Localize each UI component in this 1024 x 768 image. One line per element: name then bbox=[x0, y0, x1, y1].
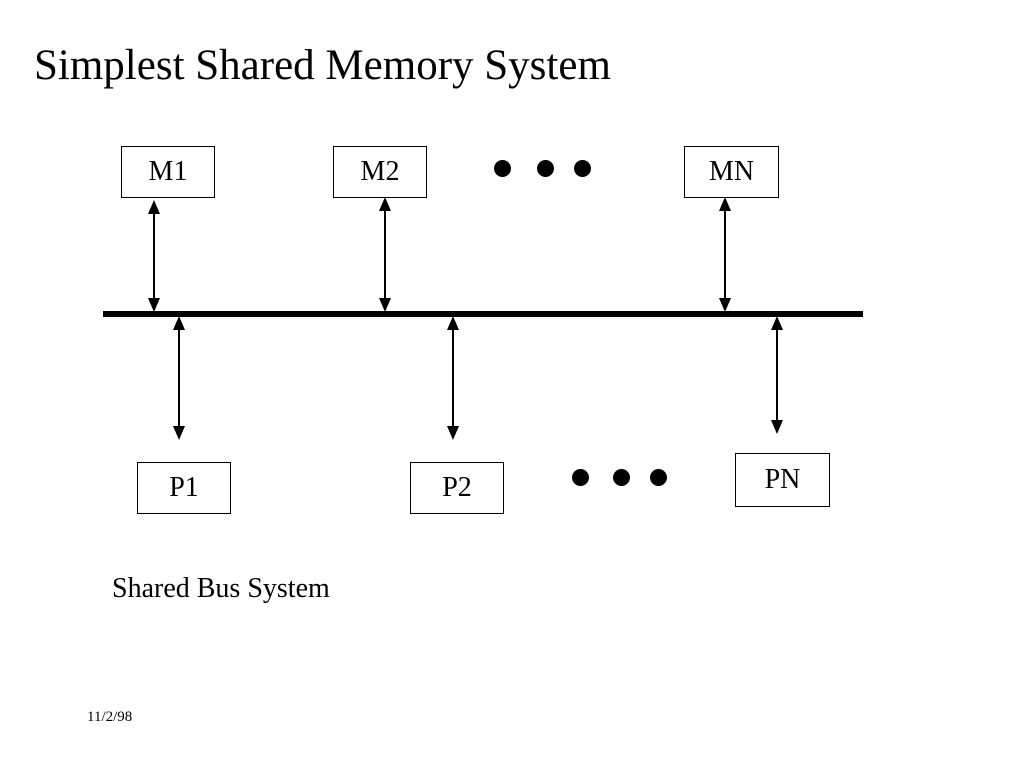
ellipsis-dot-icon bbox=[572, 469, 589, 486]
memory-box-m1-label: M1 bbox=[148, 156, 188, 187]
memory-box-mn-label: MN bbox=[708, 156, 755, 187]
processor-ellipsis-dots bbox=[572, 469, 672, 487]
connector-m1-to-bus bbox=[142, 200, 166, 312]
processor-box-pn[interactable]: PN bbox=[735, 453, 830, 507]
connector-bus-to-p1 bbox=[167, 316, 191, 440]
connector-m2-to-bus bbox=[373, 197, 397, 312]
shared-bus-line bbox=[103, 311, 863, 317]
page-title: Simplest Shared Memory System bbox=[34, 42, 611, 89]
ellipsis-dot-icon bbox=[650, 469, 667, 486]
processor-box-p2-label: P2 bbox=[442, 472, 472, 503]
processor-box-p2[interactable]: P2 bbox=[410, 462, 504, 514]
memory-box-m1[interactable]: M1 bbox=[121, 146, 215, 198]
processor-box-pn-label: PN bbox=[764, 464, 801, 495]
slide-date: 11/2/98 bbox=[87, 709, 133, 725]
connector-bus-to-p2 bbox=[441, 316, 465, 440]
connector-mn-to-bus bbox=[713, 197, 737, 312]
diagram-caption: Shared Bus System bbox=[112, 573, 330, 604]
connector-bus-to-pn bbox=[765, 316, 789, 434]
ellipsis-dot-icon bbox=[613, 469, 630, 486]
ellipsis-dot-icon bbox=[537, 160, 554, 177]
memory-box-m2[interactable]: M2 bbox=[333, 146, 427, 198]
memory-box-mn[interactable]: MN bbox=[684, 146, 779, 198]
memory-box-m2-label: M2 bbox=[360, 156, 400, 187]
processor-box-p1[interactable]: P1 bbox=[137, 462, 231, 514]
processor-box-p1-label: P1 bbox=[169, 472, 199, 503]
ellipsis-dot-icon bbox=[574, 160, 591, 177]
ellipsis-dot-icon bbox=[494, 160, 511, 177]
memory-ellipsis-dots bbox=[494, 160, 594, 178]
